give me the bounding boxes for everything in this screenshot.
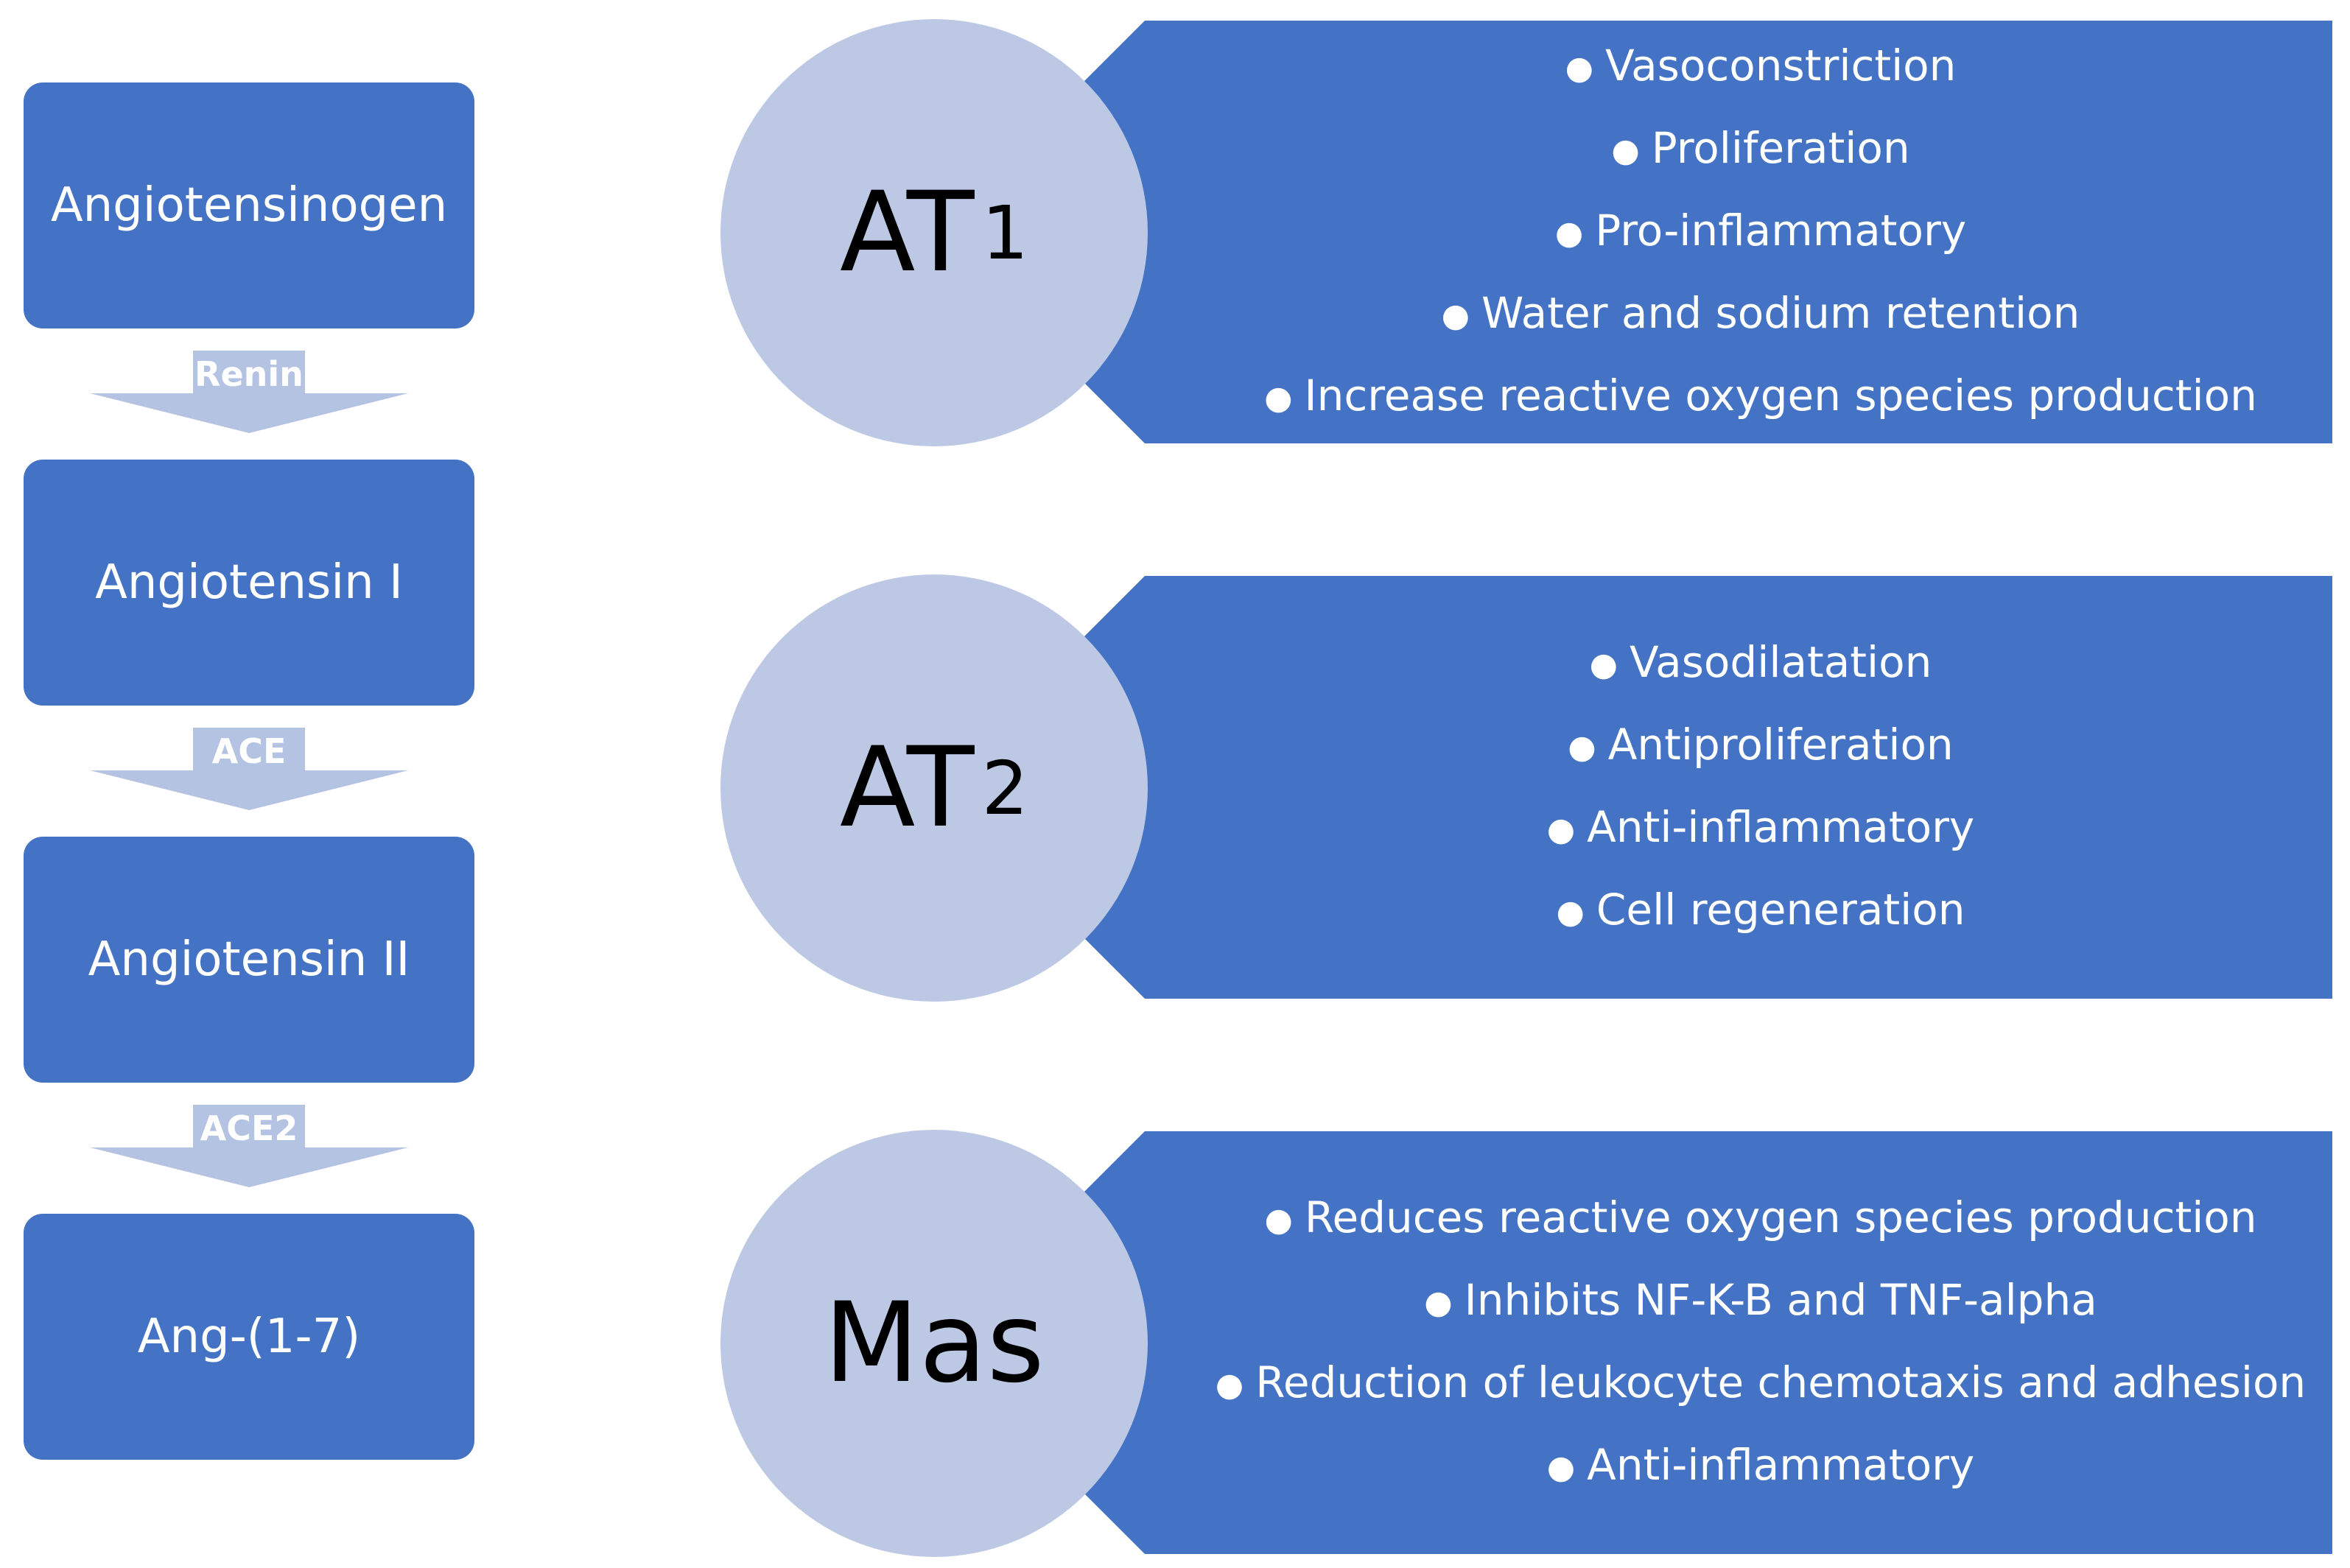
- panel-banner: [1083, 21, 2332, 443]
- effect-item: ●Pro-inflammatory: [1555, 191, 1966, 273]
- enzyme-label: ACE2: [200, 1108, 298, 1148]
- effect-item: ●Reduction of leukocyte chemotaxis and a…: [1216, 1343, 2306, 1425]
- effect-item: ●Increase reactive oxygen species produc…: [1264, 356, 2257, 438]
- enzyme-arrow-ace2: ACE2: [90, 1105, 408, 1187]
- effect-item: ●Vasoconstriction: [1565, 26, 1957, 108]
- receptor-name: AT: [839, 169, 975, 297]
- cascade-box-angiotensinogen: Angiotensinogen: [24, 82, 474, 328]
- effect-item: ●Cell regeneration: [1557, 870, 1965, 952]
- bullet-icon: ●: [1589, 646, 1618, 684]
- effect-item: ●Inhibits NF-K-B and TNF-alpha: [1424, 1260, 2097, 1343]
- bullet-icon: ●: [1264, 1201, 1293, 1240]
- down-arrow-icon: [90, 728, 408, 810]
- receptor-subscript: 1: [981, 189, 1029, 276]
- effect-item: ●Anti-inflammatory: [1547, 787, 1975, 870]
- effects-list: ●Reduces reactive oxygen species product…: [1208, 1131, 2313, 1554]
- effects-list: ●Vasodilatation ●Antiproliferation ●Anti…: [1208, 576, 2313, 999]
- bullet-icon: ●: [1554, 214, 1584, 252]
- bullet-icon: ●: [1546, 810, 1576, 848]
- enzyme-label: ACE: [211, 731, 287, 771]
- bullet-icon: ●: [1441, 296, 1470, 334]
- effects-list: ●Vasoconstriction ●Proliferation ●Pro-in…: [1208, 21, 2313, 443]
- bullet-icon: ●: [1424, 1284, 1453, 1321]
- effect-item: ●Proliferation: [1611, 108, 1909, 191]
- receptor-name: Mas: [824, 1279, 1045, 1407]
- effects-panel-at2: ●Vasodilatation ●Antiproliferation ●Anti…: [1083, 576, 2332, 999]
- receptor-circle-mas: Mas: [720, 1130, 1148, 1557]
- bullet-icon: ●: [1565, 49, 1593, 88]
- cascade-box-ang-1-7: Ang-(1-7): [24, 1214, 474, 1460]
- effect-item: ●Vasodilatation: [1590, 622, 1932, 705]
- bullet-icon: ●: [1568, 728, 1596, 766]
- enzyme-arrow-renin: Renin: [90, 351, 408, 433]
- bullet-icon: ●: [1215, 1365, 1244, 1404]
- bullet-icon: ●: [1556, 893, 1585, 931]
- effects-panel-mas: ●Reduces reactive oxygen species product…: [1083, 1131, 2332, 1554]
- effects-panel-at1: ●Vasoconstriction ●Proliferation ●Pro-in…: [1083, 21, 2332, 443]
- effect-item: ●Reduces reactive oxygen species product…: [1264, 1178, 2256, 1260]
- panel-banner: [1083, 1131, 2332, 1554]
- bullet-icon: ●: [1546, 1448, 1576, 1486]
- bullet-icon: ●: [1264, 379, 1293, 417]
- cascade-box-angiotensin-i: Angiotensin I: [24, 460, 474, 706]
- enzyme-label: Renin: [194, 354, 304, 394]
- effect-item: ●Antiproliferation: [1568, 705, 1953, 787]
- cascade-label: Angiotensin I: [95, 555, 403, 610]
- effect-item: ●Water and sodium retention: [1442, 273, 2080, 356]
- panel-banner: [1083, 576, 2332, 999]
- cascade-box-angiotensin-ii: Angiotensin II: [24, 837, 474, 1083]
- bullet-icon: ●: [1611, 132, 1640, 170]
- cascade-label: Angiotensinogen: [50, 178, 448, 233]
- receptor-name: AT: [839, 724, 975, 852]
- enzyme-arrow-ace: ACE: [90, 728, 408, 810]
- cascade-label: Angiotensin II: [88, 932, 410, 987]
- down-arrow-icon: [90, 1105, 408, 1187]
- down-arrow-icon: [90, 351, 408, 433]
- receptor-subscript: 2: [981, 745, 1029, 832]
- cascade-label: Ang-(1-7): [137, 1309, 361, 1364]
- effect-item: ●Anti-inflammatory: [1547, 1425, 1975, 1508]
